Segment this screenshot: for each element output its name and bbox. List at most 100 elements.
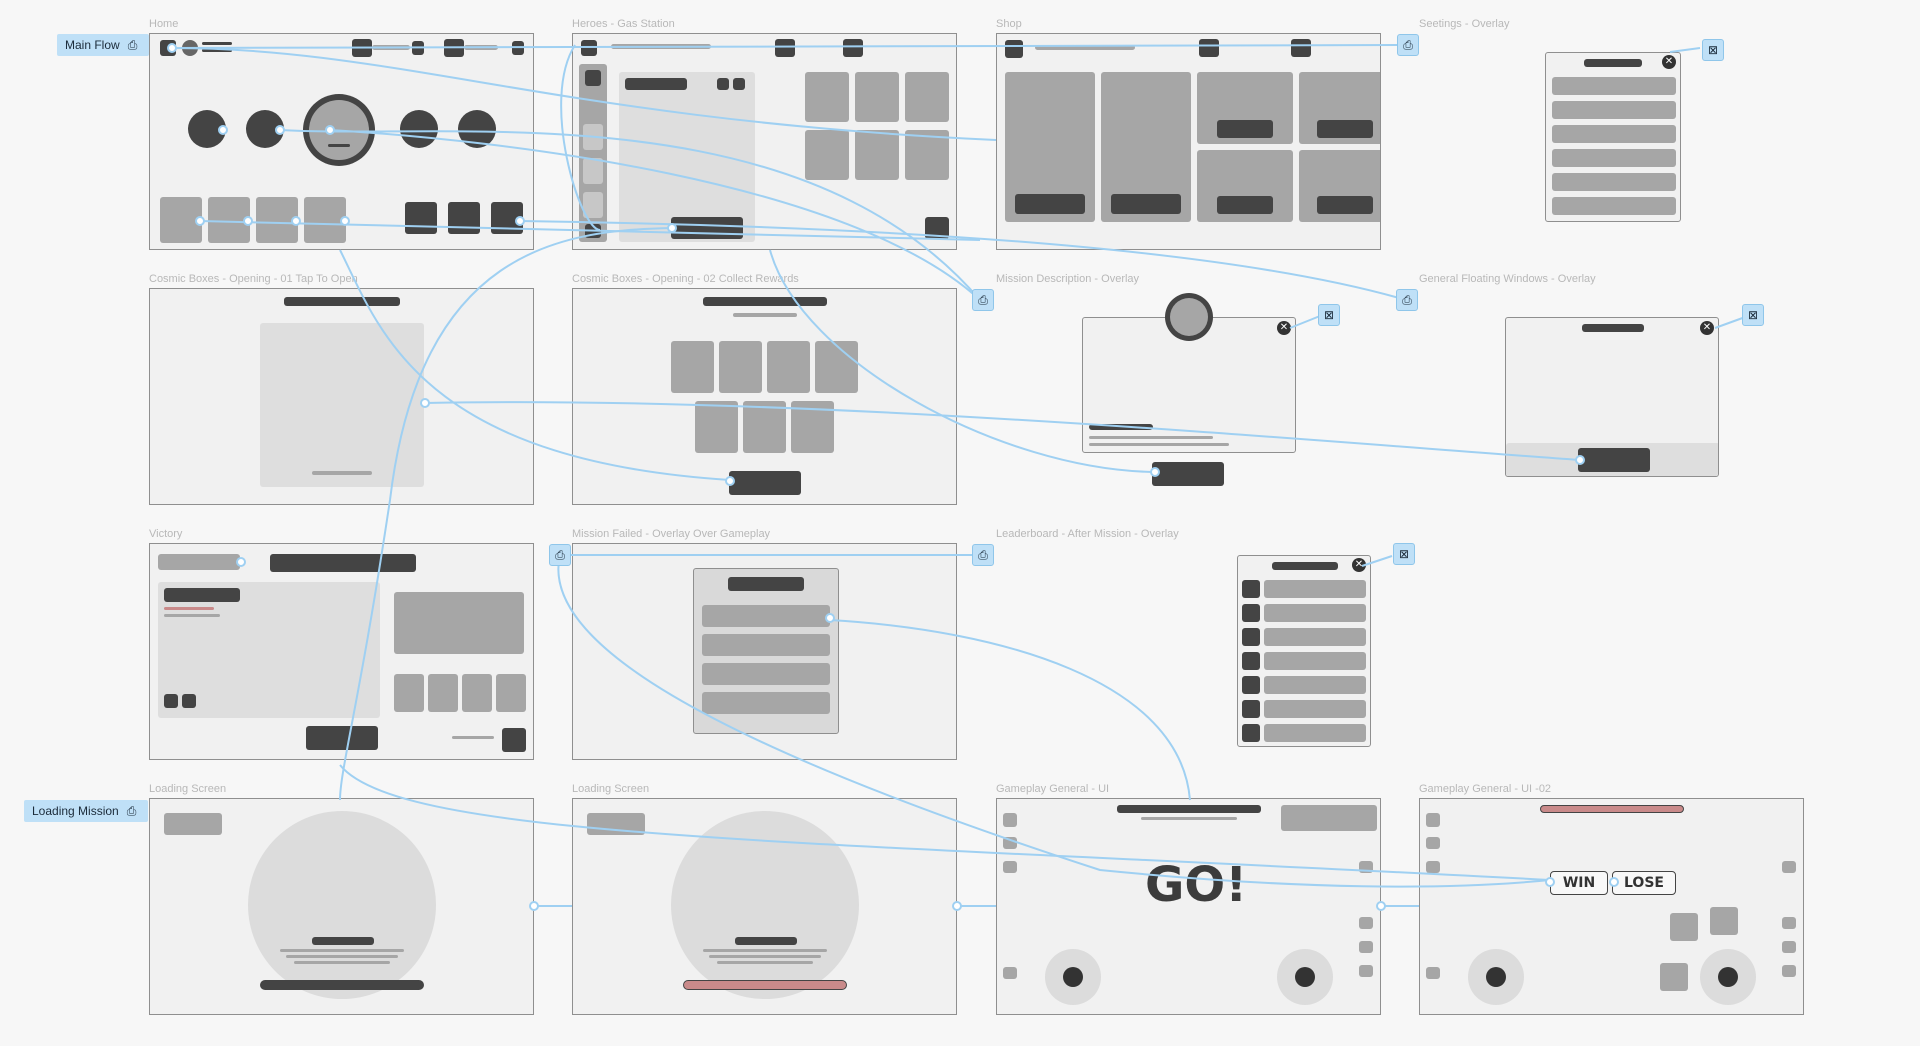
close-overlay-icon[interactable]: ⊠ — [1702, 39, 1724, 61]
ability-icon[interactable] — [1426, 861, 1440, 873]
collect-button[interactable] — [729, 471, 801, 495]
side-button-1[interactable] — [405, 202, 437, 234]
close-overlay-icon[interactable]: ⊠ — [1742, 304, 1764, 326]
frame-victory[interactable] — [149, 543, 534, 760]
right-joystick-knob[interactable] — [1295, 967, 1315, 987]
play-button[interactable] — [309, 100, 369, 160]
buy-button[interactable] — [1317, 120, 1373, 138]
menu-icon[interactable] — [160, 40, 176, 56]
lose-button[interactable]: LOSE — [1612, 871, 1676, 895]
back-button[interactable] — [158, 554, 240, 570]
navigate-icon[interactable]: ⎙ — [1396, 289, 1418, 311]
scroll-up-icon[interactable] — [585, 70, 601, 86]
settings-option[interactable] — [1552, 125, 1676, 143]
upgrade-button[interactable] — [671, 217, 743, 239]
map-pin-icon[interactable] — [1426, 813, 1440, 827]
ability-icon[interactable] — [1003, 837, 1017, 849]
ability-icon[interactable] — [1782, 965, 1796, 977]
close-icon[interactable]: ✕ — [1352, 558, 1366, 572]
buy-button[interactable] — [1015, 194, 1085, 214]
map-pin-icon[interactable] — [1003, 813, 1017, 827]
skill-button[interactable] — [1660, 963, 1688, 991]
right-joystick-knob[interactable] — [1718, 967, 1738, 987]
frame-loading-screen-1[interactable] — [149, 798, 534, 1015]
ability-icon[interactable] — [1782, 917, 1796, 929]
bottom-tab-1[interactable] — [160, 197, 202, 243]
confirm-button[interactable] — [1578, 448, 1650, 472]
back-icon[interactable] — [581, 40, 597, 56]
frame-loading-screen-2[interactable] — [572, 798, 957, 1015]
frame-gameplay-ui-1[interactable]: GO! — [996, 798, 1381, 1015]
ability-icon[interactable] — [1782, 941, 1796, 953]
bottom-tab-3[interactable] — [256, 197, 298, 243]
hero-card[interactable] — [855, 130, 899, 180]
start-mission-button[interactable] — [1152, 462, 1224, 486]
skill-button[interactable] — [1670, 913, 1698, 941]
retry-option[interactable] — [702, 605, 830, 627]
hero-card[interactable] — [855, 72, 899, 122]
frame-mission-failed[interactable] — [572, 543, 957, 760]
failed-dialog[interactable] — [693, 568, 839, 734]
scroll-down-icon[interactable] — [585, 224, 601, 238]
close-icon[interactable]: ✕ — [1662, 55, 1676, 69]
settings-option[interactable] — [1552, 149, 1676, 167]
main-flow-label[interactable]: Main Flow ⎙ — [57, 34, 149, 56]
close-overlay-icon[interactable]: ⊠ — [1318, 304, 1340, 326]
hero-card[interactable] — [805, 130, 849, 180]
mode-button-2[interactable] — [246, 110, 284, 148]
win-button[interactable]: WIN — [1550, 871, 1608, 895]
cosmic-box[interactable] — [260, 323, 424, 487]
ability-icon[interactable] — [1003, 967, 1017, 979]
add-currency-button[interactable] — [412, 41, 424, 55]
hero-card[interactable] — [905, 130, 949, 180]
settings-option[interactable] — [1552, 101, 1676, 119]
navigate-icon[interactable]: ⎙ — [972, 544, 994, 566]
mode-button-4[interactable] — [458, 110, 496, 148]
bottom-tab-2[interactable] — [208, 197, 250, 243]
avatar[interactable] — [182, 40, 198, 56]
ability-icon[interactable] — [1426, 837, 1440, 849]
bottom-tab-4[interactable] — [304, 197, 346, 243]
side-button-3[interactable] — [491, 202, 523, 234]
close-icon[interactable]: ✕ — [1277, 321, 1291, 335]
settings-option[interactable] — [1552, 197, 1676, 215]
frame-heroes[interactable] — [572, 33, 957, 250]
ability-icon[interactable] — [1359, 965, 1373, 977]
frame-settings-overlay[interactable]: ✕ — [1545, 52, 1681, 222]
buy-button[interactable] — [1111, 194, 1181, 214]
frame-shop[interactable] — [996, 33, 1381, 250]
buy-button[interactable] — [1217, 120, 1273, 138]
buy-button[interactable] — [1217, 196, 1273, 214]
hero-card[interactable] — [905, 72, 949, 122]
ability-icon[interactable] — [1782, 861, 1796, 873]
frame-home[interactable] — [149, 33, 534, 250]
side-button-2[interactable] — [448, 202, 480, 234]
ability-icon[interactable] — [1359, 861, 1373, 873]
exit-option[interactable] — [702, 692, 830, 714]
settings-option[interactable] — [1552, 173, 1676, 191]
leaderboard-option[interactable] — [702, 663, 830, 685]
mode-button-3[interactable] — [400, 110, 438, 148]
frame-leaderboard-overlay[interactable]: ✕ — [1237, 555, 1371, 747]
close-overlay-icon[interactable]: ⊠ — [1393, 543, 1415, 565]
settings-option[interactable] — [1552, 77, 1676, 95]
frame-gameplay-ui-2[interactable]: WIN LOSE — [1419, 798, 1804, 1015]
add-gem-button[interactable] — [512, 41, 524, 55]
share-button[interactable] — [502, 728, 526, 752]
frame-cosmic-boxes-1[interactable] — [149, 288, 534, 505]
mode-button-1[interactable] — [188, 110, 226, 148]
hero-slot[interactable] — [583, 124, 603, 150]
left-joystick-knob[interactable] — [1063, 967, 1083, 987]
buy-button[interactable] — [1317, 196, 1373, 214]
hero-slot[interactable] — [583, 192, 603, 218]
revive-option[interactable] — [702, 634, 830, 656]
loading-mission-flow-label[interactable]: Loading Mission ⎙ — [24, 800, 148, 822]
navigate-icon[interactable]: ⎙ — [1397, 34, 1419, 56]
hero-card[interactable] — [805, 72, 849, 122]
frame-cosmic-boxes-2[interactable] — [572, 288, 957, 505]
ability-icon[interactable] — [1426, 967, 1440, 979]
navigate-icon[interactable]: ⎙ — [549, 544, 571, 566]
ability-icon[interactable] — [1359, 941, 1373, 953]
left-joystick-knob[interactable] — [1486, 967, 1506, 987]
